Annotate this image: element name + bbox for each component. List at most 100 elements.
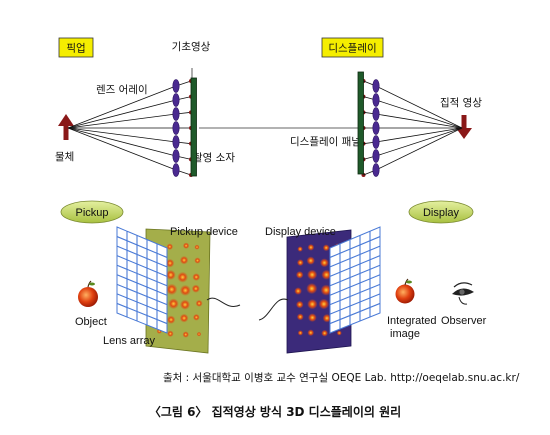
lens <box>172 79 180 93</box>
elemental-image-blob <box>195 299 203 307</box>
elemental-image-blob <box>307 298 318 310</box>
grid-line <box>329 255 381 277</box>
display-lens-array <box>372 79 380 177</box>
pickup-lens-array <box>172 79 180 177</box>
lens-array-label-en: Lens array <box>103 335 155 347</box>
elemental-image-blob <box>322 313 332 323</box>
display-panel-label: 디스플레이 패널 <box>290 136 361 148</box>
grid-line <box>116 302 168 325</box>
integrated-image-label-line2: image <box>390 328 420 340</box>
elemental-image-blob <box>307 313 317 322</box>
display-panel <box>357 71 364 175</box>
grid-line <box>329 236 381 258</box>
elemental-image-blob <box>192 313 200 321</box>
grid-line <box>116 293 168 315</box>
grid-line <box>329 302 381 325</box>
display-ray <box>375 99 463 129</box>
integrated-image-label-ko: 집적 영상 <box>440 97 482 109</box>
capture-device-panel <box>190 77 197 177</box>
elemental-image-blob <box>336 330 342 336</box>
elemental-image-blob <box>177 271 189 283</box>
display-device-label: Display device <box>265 226 336 238</box>
elemental-image-blob <box>297 246 303 252</box>
pickup-cable <box>206 297 241 307</box>
pickup-tag-label: Pickup <box>75 207 108 219</box>
elemental-image-blob <box>166 243 174 250</box>
elemental-image-label: 기초영상 <box>172 41 211 53</box>
pickup-tag-ko-label: 픽업 <box>66 42 85 55</box>
elemental-image-blob <box>295 271 304 279</box>
elemental-image-blob <box>306 256 315 265</box>
pickup-tag <box>60 200 124 224</box>
source-credit: 출처 : 서울대학교 이병호 교수 연구실 OEQE Lab. http://o… <box>163 372 520 384</box>
display-ray <box>375 127 463 143</box>
elemental-image-blob <box>165 258 175 268</box>
elemental-image-blob <box>297 330 304 336</box>
object-arrow-icon <box>58 114 74 140</box>
apple-icon <box>78 280 98 307</box>
pickup-tag-ko <box>58 37 94 58</box>
display-tag-ko-label: 디스플레이 <box>328 43 376 55</box>
elemental-image-blob <box>166 283 178 296</box>
elemental-image-blob <box>179 255 189 265</box>
elemental-image-blob <box>191 284 200 293</box>
display-ray <box>375 113 463 129</box>
elemental-image-blob <box>166 315 176 324</box>
object-label-ko: 물체 <box>55 151 74 163</box>
lens-array-grid-right <box>329 226 381 334</box>
lens <box>372 107 380 121</box>
display-tag-label: Display <box>423 207 460 219</box>
capture-device-label: 촬영 소자 <box>193 152 235 164</box>
elemental-image-blob <box>319 258 329 268</box>
elemental-image-blob <box>294 287 302 295</box>
elemental-image-blob <box>306 283 318 295</box>
grid-line <box>329 283 381 306</box>
grid-line <box>329 264 381 287</box>
lens <box>172 149 180 163</box>
display-ray <box>375 127 463 171</box>
grid-line <box>116 255 168 277</box>
elemental-image-blob <box>295 300 304 309</box>
lens <box>172 107 180 121</box>
lens <box>372 149 380 163</box>
elemental-image-blob <box>320 284 332 296</box>
elemental-image-blob <box>192 273 201 281</box>
bottom-section: Pickup Display Pickup device Display dev… <box>60 200 487 354</box>
grid-line <box>329 245 381 268</box>
pickup-ray <box>67 113 177 129</box>
elemental-image-blob <box>307 329 315 337</box>
elemental-image-blob <box>194 244 200 250</box>
lens <box>372 135 380 149</box>
elemental-image-blob <box>194 257 201 264</box>
lens-array-label: 렌즈 어레이 <box>96 84 148 96</box>
elemental-image-blob <box>296 313 304 321</box>
lens <box>372 121 380 135</box>
lens <box>372 93 380 107</box>
object-label: Object <box>75 316 107 328</box>
display-ray <box>375 127 463 157</box>
integrated-image-apple-icon <box>395 278 415 304</box>
elemental-image-blob <box>179 299 191 310</box>
lens <box>172 135 180 149</box>
grid-line <box>329 293 381 315</box>
lens <box>372 163 380 177</box>
elemental-image-blob <box>182 242 190 249</box>
pickup-ray <box>67 85 177 129</box>
display-tag-ko <box>321 37 384 58</box>
lens <box>172 93 180 107</box>
elemental-image-blob <box>321 269 332 280</box>
display-ray <box>375 85 463 129</box>
display-tag <box>408 200 474 224</box>
grid-line <box>116 236 168 258</box>
elemental-image-blob <box>307 244 315 251</box>
figure-caption: 〈그림 6〉 집적영상 방식 3D 디스플레이의 원리 <box>149 404 401 419</box>
lens <box>172 163 180 177</box>
grid-line <box>329 274 381 296</box>
grid-line <box>116 245 168 268</box>
lens <box>172 121 180 135</box>
elemental-image-blob <box>296 259 304 267</box>
pickup-device-label: Pickup device <box>170 226 238 238</box>
lens <box>372 79 380 93</box>
integrated-image-label-line1: Integrated <box>387 315 437 327</box>
